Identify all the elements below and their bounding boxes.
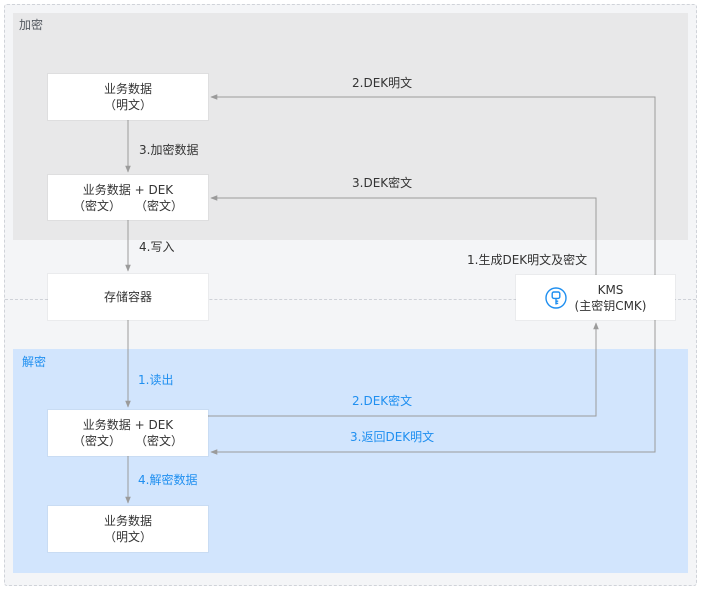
dec-plaintext-box: 业务数据 （明文） <box>48 506 208 552</box>
decrypt-zone-label: 解密 <box>22 355 47 369</box>
box-title: 业务数据 <box>103 82 152 96</box>
label-kms-generate: 1.生成DEK明文及密文 <box>467 253 588 267</box>
label-enc-step4: 4.写入 <box>139 240 175 254</box>
kms-key-icon <box>544 286 567 309</box>
box-subtitle-left: （密文） <box>72 434 121 448</box>
label-dec-step3: 3.返回DEK明文 <box>350 430 435 444</box>
storage-box: 存储容器 <box>48 274 208 320</box>
enc-plaintext-box: 业务数据 （明文） <box>48 74 208 120</box>
box-title: 业务数据 + DEK <box>82 418 174 432</box>
kms-title: KMS <box>597 282 624 297</box>
label-dec-step4: 4.解密数据 <box>138 473 198 487</box>
arrow-kms-return-plain <box>210 320 656 455</box>
arrow-kms-dek-cipher <box>210 195 597 275</box>
encrypt-zone-label: 加密 <box>19 18 44 32</box>
arrow-dec-to-kms <box>208 322 599 417</box>
label-dec-step1: 1.读出 <box>138 373 174 387</box>
label-enc-step3-dek: 3.DEK密文 <box>352 176 413 190</box>
kms-box: KMS (主密钥CMK) <box>516 275 675 320</box>
enc-ciphertext-box: 业务数据 + DEK （密文） （密文） <box>48 175 208 220</box>
box-title: 存储容器 <box>103 290 152 304</box>
arrow-kms-dek-plain <box>210 94 656 275</box>
zone-divider <box>5 299 696 300</box>
kms-subtitle: (主密钥CMK) <box>574 298 647 313</box>
label-enc-step2: 2.DEK明文 <box>352 76 413 90</box>
label-dec-step2: 2.DEK密文 <box>352 394 413 408</box>
box-title: 业务数据 + DEK <box>82 182 174 197</box>
box-subtitle: （明文） <box>103 98 152 112</box>
box-subtitle-right: （密文） <box>135 198 184 213</box>
box-subtitle-left: （密文） <box>72 198 121 213</box>
box-subtitle: （明文） <box>103 530 152 544</box>
label-enc-step3-data: 3.加密数据 <box>139 143 199 157</box>
box-title: 业务数据 <box>103 514 152 528</box>
box-subtitle-right: （密文） <box>135 434 184 448</box>
dec-ciphertext-box: 业务数据 + DEK （密文） （密文） <box>48 410 208 456</box>
